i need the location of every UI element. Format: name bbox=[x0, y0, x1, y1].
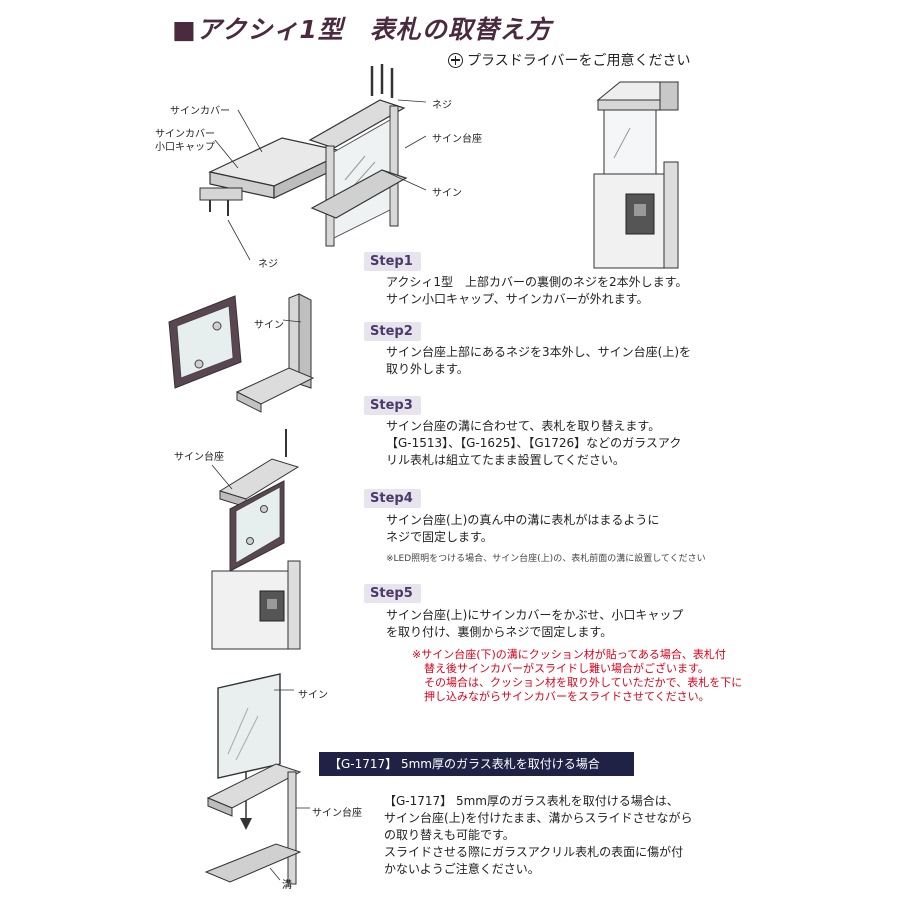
g1717-line-5: かないようご注意ください。 bbox=[384, 862, 540, 876]
step3-text: サイン台座の溝に合わせて、表札を取り替えます。 【G-1513】、【G-1625… bbox=[386, 418, 681, 469]
g1717-text: 【G-1717】 5mm厚のガラス表札を取付ける場合は、 サイン台座(上)を付け… bbox=[384, 793, 693, 878]
step4-line-1: サイン台座(上)の真ん中の溝に表札がはまるように bbox=[386, 513, 660, 527]
step4-illustration bbox=[211, 429, 301, 650]
step1-line-1: アクシィ1型 上部カバーの裏側のネジを2本外します。 bbox=[386, 275, 688, 289]
step4-text: サイン台座(上)の真ん中の溝に表札がはまるように ネジで固定します。 bbox=[386, 512, 659, 546]
warning-line-3: その場合は、クッション材を取り外していただかで、表札を下に bbox=[424, 676, 743, 689]
label-sign-cover: サインカバー bbox=[170, 106, 230, 117]
step2: Step2 bbox=[364, 320, 421, 341]
phillips-screwdriver-icon bbox=[448, 52, 463, 68]
step2-illustration bbox=[168, 293, 315, 413]
step2-line-1: サイン台座上部にあるネジを3本外し、サイン台座(上)を bbox=[386, 345, 692, 359]
step3-line-3: リル表札は組立てたまま設置してください。 bbox=[386, 453, 625, 467]
warning-line-2: 替え後サインカバーがスライドし難い場合がございます。 bbox=[424, 662, 709, 675]
step3-line-2: 【G-1513】、【G-1625】、【G1726】などのガラスアク bbox=[386, 436, 682, 450]
step5-text: サイン台座(上)にサインカバーをかぶせ、小口キャップ を取り付け、裏側からネジで… bbox=[386, 607, 683, 641]
step2-badge: Step2 bbox=[364, 322, 421, 341]
label-screw-bottom: ネジ bbox=[258, 259, 278, 270]
g1717-line-2: サイン台座(上)を付けたまま、溝からスライドさせながら bbox=[384, 811, 693, 825]
step3: Step3 bbox=[364, 394, 421, 415]
warning-line-1: ※サイン台座(下)の溝にクッション材が貼ってある場合、表札付 bbox=[412, 648, 726, 661]
tool-note: プラスドライバーをご用意ください bbox=[448, 50, 690, 70]
label-step4-sign-base: サイン台座 bbox=[174, 452, 224, 463]
g1717-illustration bbox=[204, 673, 310, 885]
step4-line-2: ネジで固定します。 bbox=[386, 530, 493, 544]
g1717-line-1: 【G-1717】 5mm厚のガラス表札を取付ける場合は、 bbox=[384, 794, 679, 808]
label-step2-sign: サイン bbox=[254, 320, 284, 331]
assembled-unit-illustration bbox=[593, 81, 680, 269]
label-bottom-sign: サイン bbox=[298, 690, 328, 701]
step3-badge: Step3 bbox=[364, 396, 421, 415]
step2-text: サイン台座上部にあるネジを3本外し、サイン台座(上)を 取り外します。 bbox=[386, 344, 691, 378]
step1-badge: Step1 bbox=[364, 252, 421, 271]
step5: Step5 bbox=[364, 582, 421, 603]
label-screw-top: ネジ bbox=[432, 100, 452, 111]
label-sign-cover-cap-2: 小口キャップ bbox=[155, 142, 215, 153]
tool-note-text: プラスドライバーをご用意ください bbox=[467, 53, 691, 69]
g1717-line-4: スライドさせる際にガラスアクリル表札の表面に傷が付 bbox=[384, 845, 684, 859]
step5-line-2: を取り付け、裏側からネジで固定します。 bbox=[386, 625, 613, 639]
step1-line-2: サイン小口キャップ、サインカバーが外れます。 bbox=[386, 292, 649, 306]
step1: Step1 bbox=[364, 250, 421, 271]
warning-line-4: 押し込みながらサインカバーをスライドさせてください。 bbox=[424, 690, 710, 703]
step2-line-2: 取り外します。 bbox=[386, 362, 469, 376]
step4-badge: Step4 bbox=[364, 489, 421, 508]
step1-text: アクシィ1型 上部カバーの裏側のネジを2本外します。 サイン小口キャップ、サイン… bbox=[386, 274, 687, 308]
step5-badge: Step5 bbox=[364, 584, 421, 603]
label-bottom-sign-base: サイン台座 bbox=[312, 808, 362, 819]
page-title: ■アクシィ1型 表札の取替え方 bbox=[172, 15, 552, 44]
step4: Step4 bbox=[364, 487, 421, 508]
step5-line-1: サイン台座(上)にサインカバーをかぶせ、小口キャップ bbox=[386, 608, 684, 622]
step1-illustration bbox=[199, 64, 427, 261]
label-groove: 溝 bbox=[282, 880, 292, 891]
label-sign-cover-cap-1: サインカバー bbox=[155, 129, 215, 140]
g1717-line-3: の取り替えも可能です。 bbox=[384, 828, 515, 842]
cushion-warning: ※サイン台座(下)の溝にクッション材が貼ってある場合、表札付 替え後サインカバー… bbox=[412, 648, 742, 704]
step4-led-note: ※LED照明をつける場合、サイン台座(上)の、表札前面の溝に設置してください bbox=[386, 554, 706, 564]
step3-line-1: サイン台座の溝に合わせて、表札を取り替えます。 bbox=[386, 419, 661, 433]
label-sign: サイン bbox=[432, 188, 462, 199]
label-sign-base: サイン台座 bbox=[432, 134, 482, 145]
g1717-banner: 【G-1717】 5mm厚のガラス表札を取付ける場合 bbox=[319, 752, 634, 776]
